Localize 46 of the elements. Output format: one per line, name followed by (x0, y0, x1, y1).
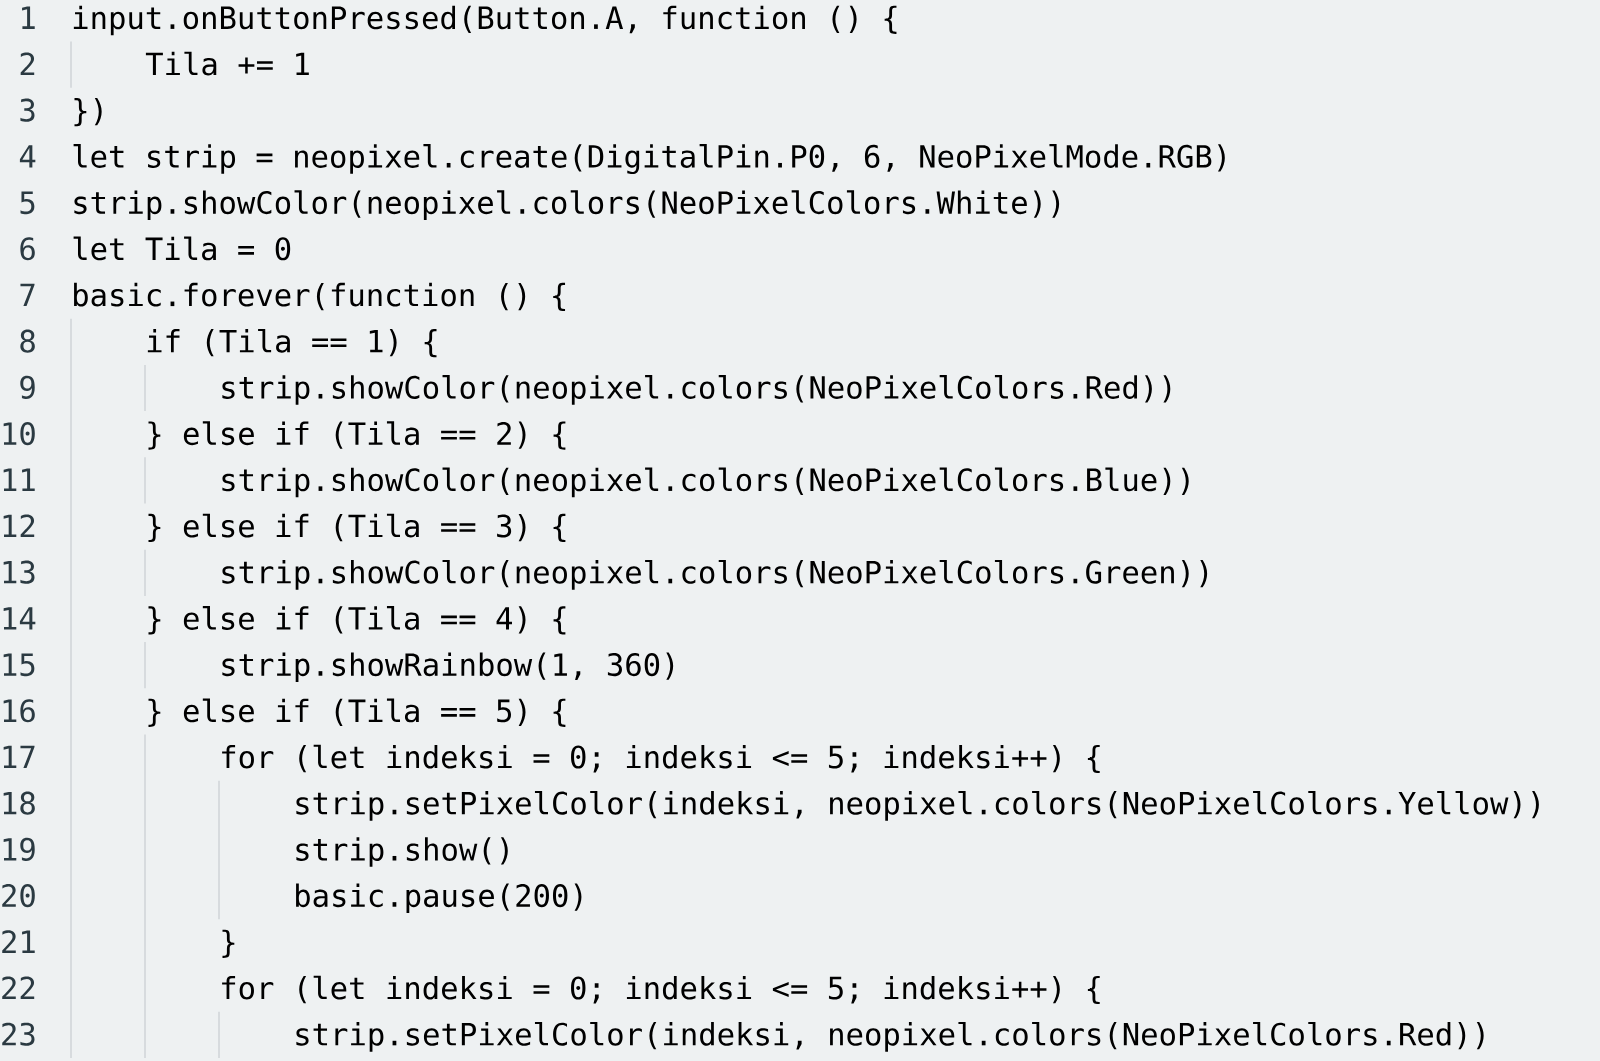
code-line: let strip = neopixel.create(DigitalPin.P0, 6, NeoPixelMode.RGB) (73, 144, 1225, 175)
line-number: 1 (22, 6, 35, 29)
line-number: 7 (20, 283, 35, 307)
code-line: Tila += 1 (145, 51, 309, 76)
code-line: strip.setPixelColor(indeksi, neopixel.colors(NeoPixelColors.Red)) (296, 1021, 1484, 1052)
line-number: 22 (2, 976, 35, 1000)
code-line: }) (74, 98, 102, 127)
code-line: } else if (Tila == 5) { (148, 698, 566, 727)
line-number: 18 (3, 791, 35, 815)
code-line: strip.setPixelColor(indeksi, neopixel.colors(NeoPixelColors.Yellow)) (296, 790, 1539, 821)
line-number: 3 (20, 98, 35, 122)
code-line: } else if (Tila == 2) { (148, 421, 566, 450)
code-line: strip.showColor(neopixel.colors(NeoPixelColors.Red)) (222, 375, 1171, 405)
code-line: strip.showRainbow(1, 360) (222, 652, 674, 683)
line-number: 13 (3, 560, 35, 584)
line-number: 16 (3, 699, 35, 723)
line-number: 14 (3, 607, 36, 630)
line-number: 11 (3, 468, 35, 491)
code-line: basic.pause(200) (296, 883, 582, 914)
code-line: strip.showColor(neopixel.colors(NeoPixelColors.Green)) (222, 559, 1208, 590)
code-line: } (222, 929, 235, 958)
line-number: 4 (19, 145, 36, 168)
code-line: for (let indeksi = 0; indeksi <= 5; indeksi++) { (222, 975, 1100, 1005)
line-number: 17 (3, 745, 35, 769)
code-line: strip.showColor(neopixel.colors(NeoPixelColors.White)) (74, 190, 1060, 221)
line-number: 2 (20, 52, 35, 76)
line-number: 23 (2, 1022, 35, 1046)
code-line: if (Tila == 1) { (147, 328, 437, 358)
code-line: strip.showColor(neopixel.colors(NeoPixelColors.Blue)) (222, 467, 1189, 498)
code-line: } else if (Tila == 3) { (148, 513, 566, 543)
code-line: for (let indeksi = 0; indeksi <= 5; indeksi++) { (222, 744, 1100, 774)
code-line: strip.show() (296, 837, 508, 867)
line-number: 9 (20, 375, 35, 399)
line-number: 12 (3, 514, 35, 538)
line-number: 15 (3, 653, 35, 677)
line-number: 8 (20, 329, 35, 353)
line-number: 19 (3, 837, 35, 861)
code-line: input.onButtonPressed(Button.A, function () { (73, 5, 897, 36)
line-number: 5 (20, 191, 35, 215)
code-line: } else if (Tila == 4) { (148, 606, 566, 635)
code-line: basic.forever(function () { (74, 282, 566, 312)
line-number: 20 (2, 884, 35, 908)
line-number: 21 (2, 930, 35, 953)
code-line: let Tila = 0 (73, 236, 291, 261)
line-number: 10 (3, 422, 35, 446)
line-number: 6 (20, 237, 35, 261)
